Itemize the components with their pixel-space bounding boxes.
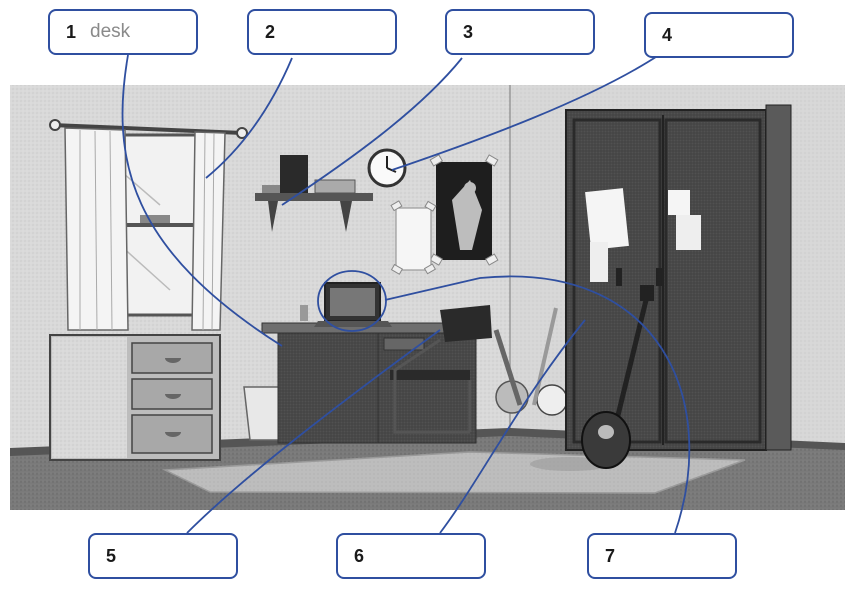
guitar [581,285,654,469]
shelf [255,155,373,232]
label-answer: desk [90,21,131,42]
label-box-6[interactable]: 6 [336,533,486,579]
label-number: 6 [354,545,365,566]
curtains [64,127,226,331]
label-box-7[interactable]: 7 [587,533,737,579]
label-number: 2 [265,21,276,42]
laptop-highlight-circle [317,270,387,332]
leader-line-4 [391,54,660,171]
label-number: 5 [106,545,117,566]
leader-line-2 [205,57,293,179]
label-number: 3 [463,21,474,42]
leader-line-5 [186,329,441,534]
leader-line-6 [439,319,586,534]
leader-line-3 [281,57,463,206]
label-box-1[interactable]: 1 desk [48,9,198,55]
curtain-rod [49,119,248,139]
label-number: 4 [662,24,673,45]
label-box-4[interactable]: 4 [644,12,794,58]
label-box-2[interactable]: 2 [247,9,397,55]
wardrobe [565,104,792,451]
sports-equipment [493,307,568,416]
note-paper [390,200,437,275]
label-box-5[interactable]: 5 [88,533,238,579]
label-box-3[interactable]: 3 [445,9,595,55]
leader-line-1 [121,54,283,347]
label-number: 7 [605,545,616,566]
poster [429,154,499,266]
leader-lines [121,54,691,534]
label-number: 1 [66,21,77,42]
clock [367,148,407,188]
chair [390,305,492,434]
leader-line-7 [384,275,691,534]
chest-of-drawers [49,334,221,461]
laptop [300,282,392,327]
